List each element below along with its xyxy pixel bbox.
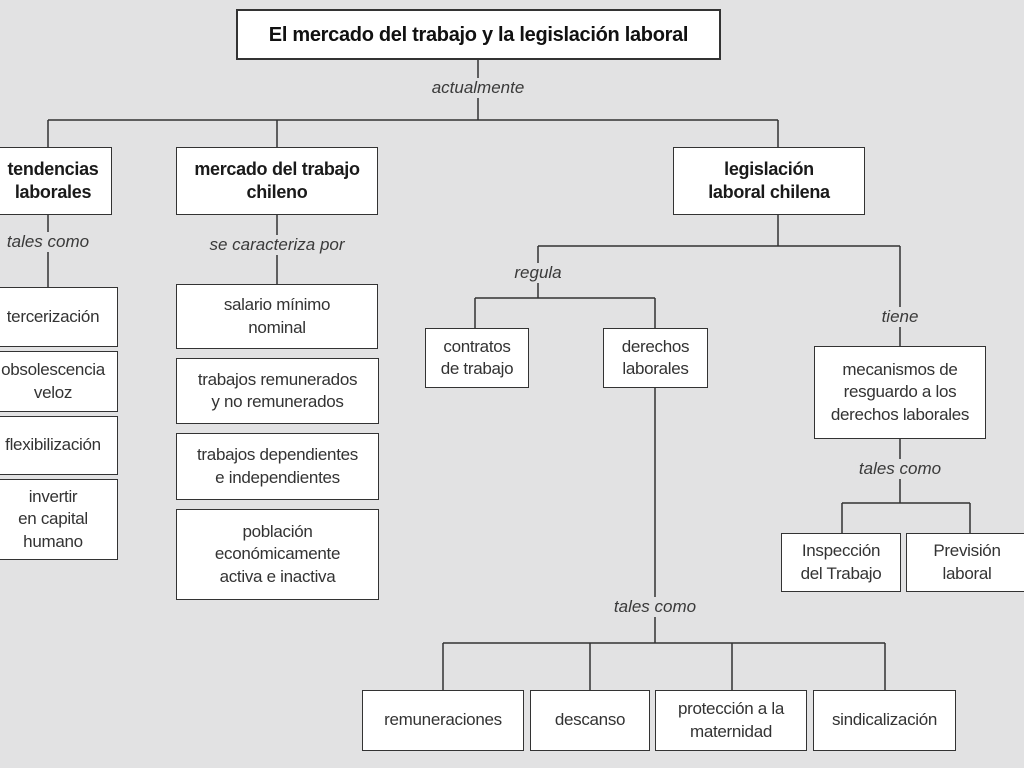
derechos-laborales: derechos laborales [603,328,708,388]
tendencias-laborales-heading: tendencias laborales [0,147,112,215]
tendencia-item: flexibilización [0,416,118,475]
mercado-item: población económicamente activa e inacti… [176,509,379,600]
derecho-item-proteccion-maternidad: protección a la maternidad [655,690,807,751]
derecho-item-sindicalizacion: sindicalización [813,690,956,751]
mercado-trabajo-heading: mercado del trabajo chileno [176,147,378,215]
prevision-laboral: Previsión laboral [906,533,1024,592]
label-tiene: tiene [878,307,922,327]
label-tales-como-mecanismos: tales como [855,459,945,479]
label-tales-como-tendencias: tales como [3,232,93,252]
inspeccion-del-trabajo: Inspección del Trabajo [781,533,901,592]
tendencia-item: invertir en capital humano [0,479,118,560]
tendencia-item: tercerización [0,287,118,347]
label-se-caracteriza-por: se caracteriza por [206,235,348,255]
mercado-item: salario mínimo nominal [176,284,378,349]
derecho-item-descanso: descanso [530,690,650,751]
label-actualmente: actualmente [428,78,528,98]
mercado-item: trabajos dependientes e independientes [176,433,379,500]
mecanismos-de-resguardo: mecanismos de resguardo a los derechos l… [814,346,986,439]
label-regula: regula [511,263,565,283]
label-tales-como-derechos: tales como [610,597,700,617]
derecho-item-remuneraciones: remuneraciones [362,690,524,751]
contratos-de-trabajo: contratos de trabajo [425,328,529,388]
mercado-item: trabajos remunerados y no remunerados [176,358,379,424]
legislacion-laboral-heading: legislación laboral chilena [673,147,865,215]
diagram-title: El mercado del trabajo y la legislación … [236,9,721,60]
tendencia-item: obsolescencia veloz [0,351,118,412]
